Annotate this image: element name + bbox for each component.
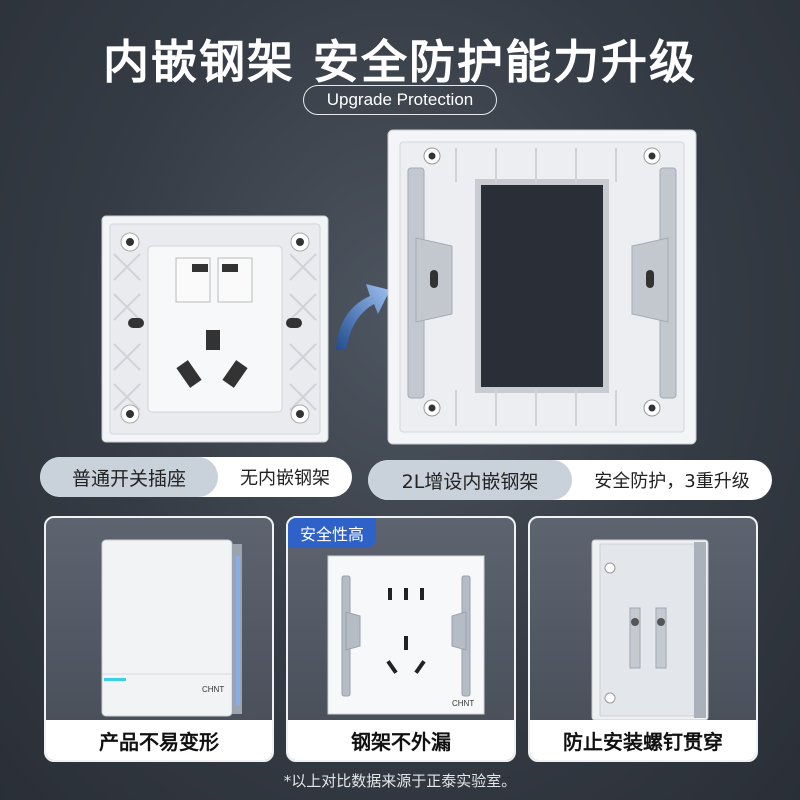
card2-badge: 安全性高 xyxy=(288,518,377,548)
upgraded-desc-label: 安全防护，3重升级 xyxy=(594,471,750,492)
ordinary-name-label: 普通开关插座 xyxy=(40,457,218,497)
ordinary-comparison-pill: 普通开关插座 无内嵌钢架 xyxy=(40,457,352,497)
upgraded-comparison-pill: 2L增设内嵌钢架 安全防护，3重升级 xyxy=(368,460,772,500)
feature-card-screw-proof: 防止安装螺钉贯穿 xyxy=(528,516,758,762)
steel-frame-back-image xyxy=(387,129,697,445)
upgraded-name-label: 2L增设内嵌钢架 xyxy=(368,460,572,500)
socket-panel-image: CHNT xyxy=(327,555,485,715)
card2-brand-logo: CHNT xyxy=(452,699,474,708)
card1-caption: 产品不易变形 xyxy=(46,720,272,760)
ordinary-desc-label: 无内嵌钢架 xyxy=(240,468,330,489)
feature-card-frame-hidden: CHNT 安全性高 钢架不外漏 xyxy=(286,516,516,762)
card2-caption: 钢架不外漏 xyxy=(288,720,514,760)
subtitle-pill: Upgrade Protection xyxy=(303,85,497,115)
upgrade-arrow-icon xyxy=(336,284,390,350)
side-frame-image xyxy=(591,539,709,721)
card3-caption: 防止安装螺钉贯穿 xyxy=(530,720,756,760)
footnote: *以上对比数据来源于正泰实验室。 xyxy=(283,772,517,790)
card1-brand-logo: CHNT xyxy=(202,685,224,694)
page-title: 内嵌钢架 安全防护能力升级 xyxy=(102,35,697,89)
feature-card-no-deform: CHNT 产品不易变形 xyxy=(44,516,274,762)
ordinary-socket-back-image xyxy=(101,215,329,443)
switch-panel-image: CHNT xyxy=(101,539,242,717)
